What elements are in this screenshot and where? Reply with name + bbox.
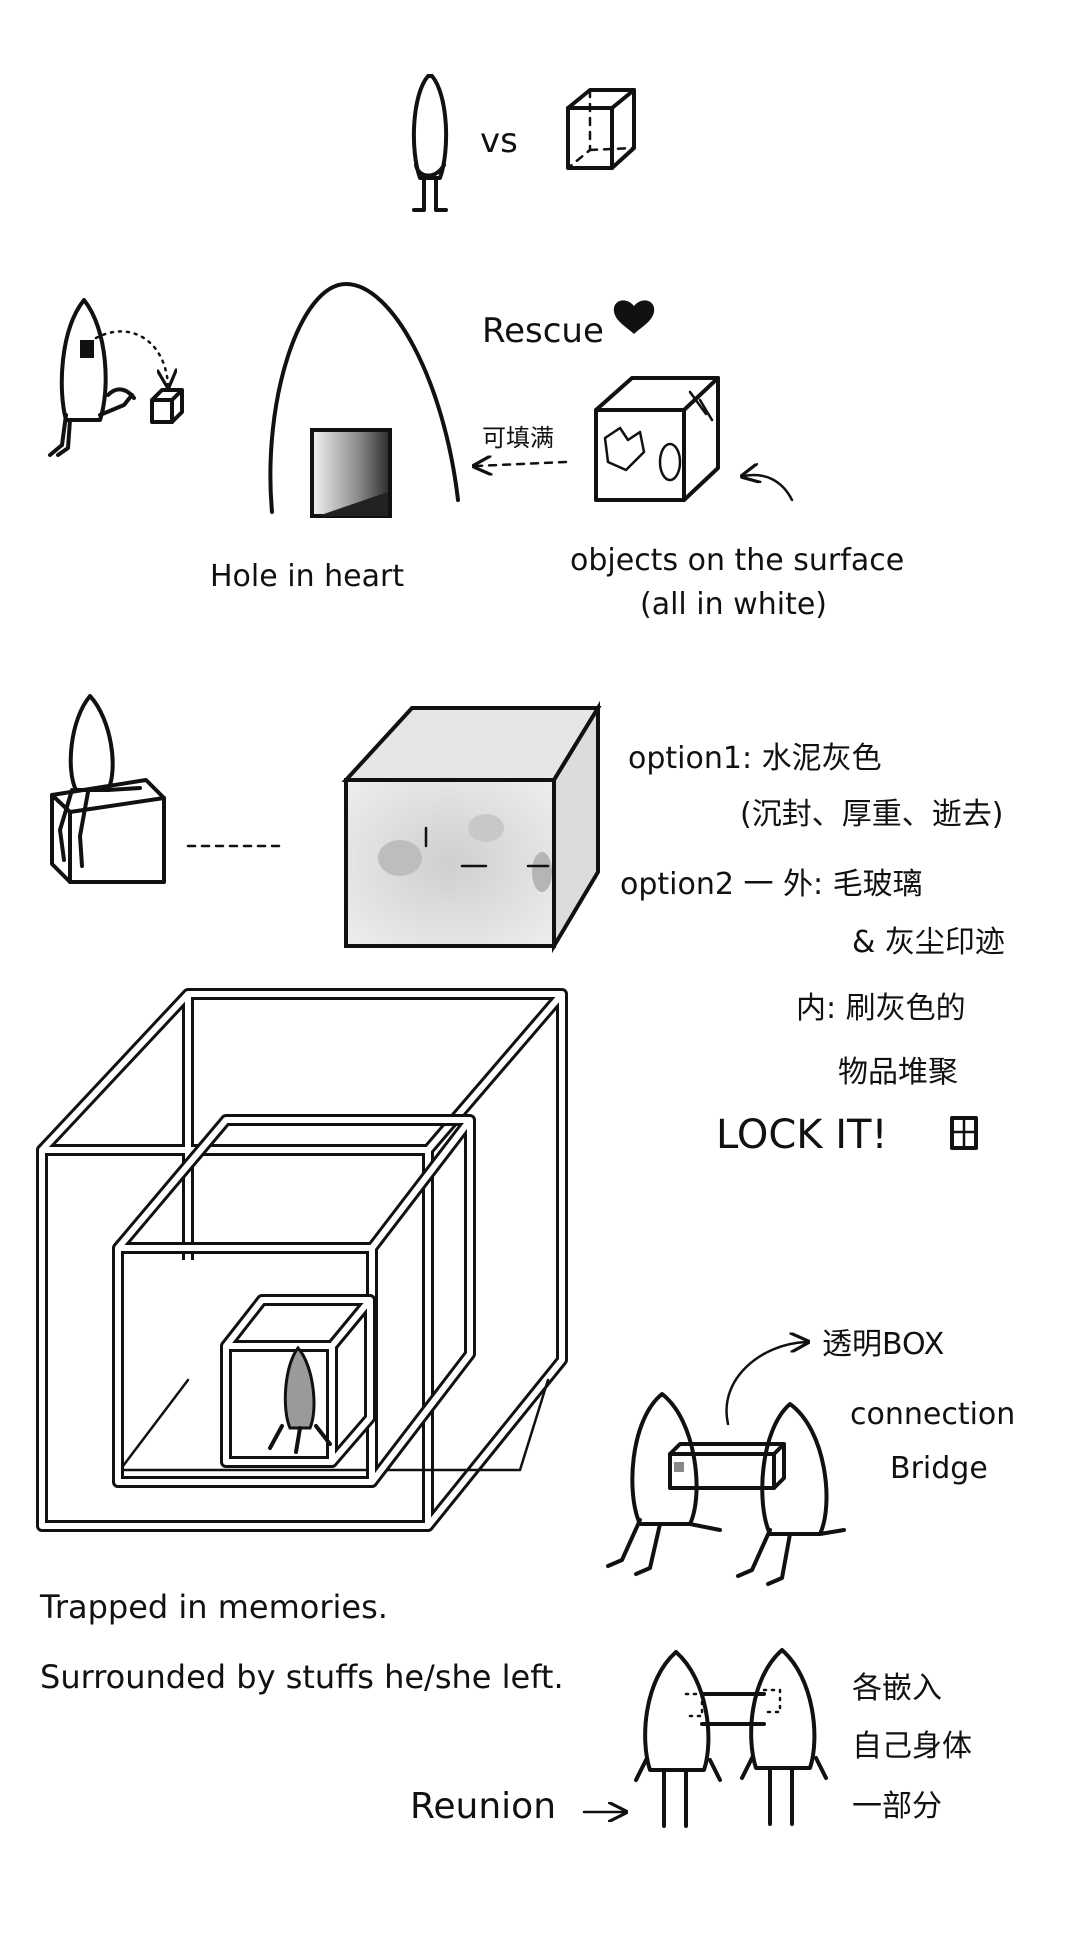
bridge-label: Bridge: [890, 1451, 988, 1486]
figure-left-reunion: [634, 1650, 722, 1828]
option1-detail-label: (沉封、厚重、逝去): [740, 797, 1003, 832]
figure-top: [411, 74, 449, 212]
option2-detail-label: & 灰尘印迹: [852, 925, 1005, 960]
reunion-label: Reunion: [410, 1786, 556, 1827]
objects-label: objects on the surface: [570, 543, 904, 578]
rescue-cube: [594, 376, 720, 502]
inner-frame-cube: [220, 1294, 376, 1468]
objects-sub-label: (all in white): [640, 587, 827, 622]
fill-arrow-icon: [476, 462, 568, 466]
figure-right-bridge: [736, 1402, 846, 1586]
option2-inner-label: 内: 刷灰色的: [796, 991, 966, 1026]
figure-sitting-hole: [48, 298, 136, 457]
figure-on-box: [50, 694, 166, 884]
heart-icon: [613, 300, 655, 334]
embed-label-2: 自己身体: [852, 1729, 972, 1764]
reunion-bridge: [700, 1692, 766, 1726]
outer-frame-cube: [36, 988, 568, 1532]
vs-label: vs: [480, 121, 518, 161]
hole-in-heart-label: Hole in heart: [210, 559, 404, 594]
bridge-arrow-icon: [725, 1342, 806, 1426]
option2-inner-detail-label: 物品堆聚: [838, 1055, 958, 1090]
surrounded-label: Surrounded by stuffs he/she left.: [40, 1658, 564, 1696]
surface-arrow-icon: [744, 475, 794, 502]
lock-it-label: LOCK IT!: [716, 1112, 887, 1158]
transparent-box-label: 透明BOX: [822, 1327, 944, 1362]
cube-top: [566, 88, 636, 170]
connection-label: connection: [850, 1397, 1015, 1432]
option1-label: option1: 水泥灰色: [628, 741, 882, 776]
option2-label: option2 一 外: 毛玻璃: [620, 867, 923, 902]
bridge-box: [668, 1442, 786, 1490]
heart-arch: [268, 282, 460, 518]
trapped-label: Trapped in memories.: [39, 1588, 388, 1626]
fill-cn-label: 可填满: [482, 424, 554, 452]
rescue-label: Rescue: [482, 311, 604, 351]
lock-icon: [950, 1116, 978, 1150]
figure-right-reunion: [740, 1648, 828, 1826]
middle-frame-cube: [112, 1114, 476, 1488]
trapped-figure: [268, 1345, 332, 1454]
embed-label-1: 各嵌入: [852, 1671, 942, 1706]
small-cube: [150, 388, 184, 424]
embed-label-3: 一部分: [852, 1789, 942, 1824]
figure-left-bridge: [606, 1392, 722, 1576]
concrete-cube: [341, 700, 602, 954]
